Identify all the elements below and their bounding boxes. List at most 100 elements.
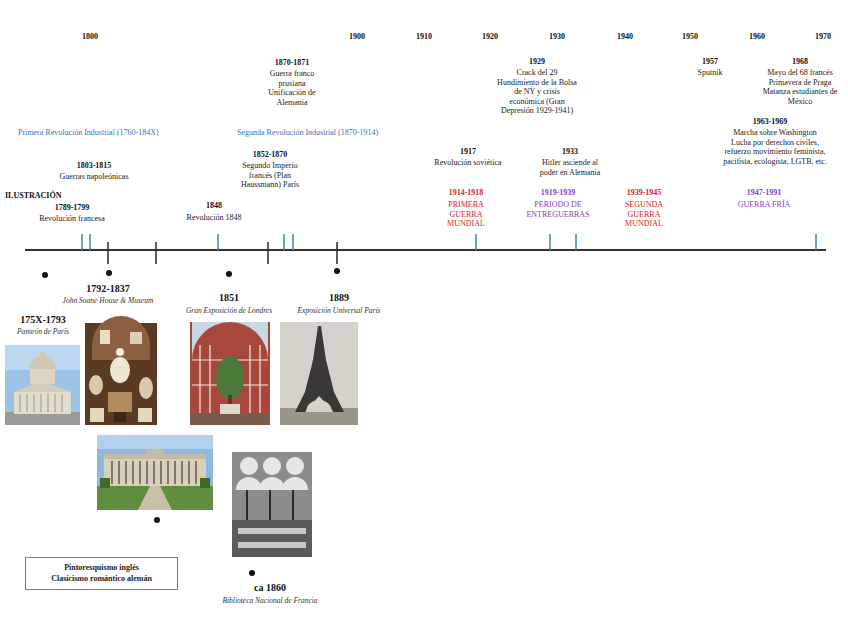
crystal-palace-photo-part: [220, 404, 240, 414]
period-label: Segunda Revolución Industrial (1870-1914…: [237, 128, 422, 138]
bibliotheque-photo-part-part: [263, 457, 281, 475]
period-tick-part: [549, 234, 551, 250]
period-tick-part: [81, 234, 83, 250]
event-text: Guerra franco prusiana Unificación de Al…: [260, 69, 324, 107]
crystal-palace-photo-part: [216, 356, 244, 400]
eiffel-photo-part: [280, 322, 358, 425]
crystal-palace-photo-part: [192, 322, 268, 360]
pantheon-photo-part-part: [33, 394, 34, 412]
soane-photo-part: [139, 377, 153, 399]
building-tick-part: [267, 242, 269, 264]
event-text: Segundo Imperio francés (Plan Haussmann)…: [236, 161, 304, 190]
crystal-palace-photo-part-part: [199, 345, 200, 420]
period-tick-part: [283, 234, 285, 250]
altes-museum-photo-part: [112, 461, 196, 484]
pantheon-photo-part: [30, 368, 55, 384]
period-date: 1947-1991: [740, 188, 788, 198]
event-date: 1803-1815: [69, 161, 119, 171]
altes-museum-photo-part-part: [146, 461, 148, 484]
pantheon-photo-part: [20, 394, 62, 412]
eiffel-photo-part: [314, 355, 325, 357]
event-text: Revolución soviética: [423, 158, 513, 168]
event-text: Hitler asciende al poder en Alemania: [533, 158, 607, 177]
pantheon-photo-part-part: [40, 394, 41, 412]
pantheon-photo-part: [5, 345, 80, 370]
axis-year: 1910: [409, 32, 439, 42]
soane-photo-part: [92, 316, 150, 360]
pantheon-photo-part: [14, 392, 71, 414]
pantheon-photo-part-part: [19, 394, 20, 412]
crystal-palace-photo-part-part: [259, 345, 260, 420]
soane-photo-part: [89, 375, 103, 395]
building-date: 1851: [207, 292, 251, 304]
period-tick-part: [89, 234, 91, 250]
axis-year: 1970: [808, 32, 838, 42]
bibliotheque-photo-part: [238, 542, 306, 548]
axis-year: 1960: [742, 32, 772, 42]
axis-year: 1930: [542, 32, 572, 42]
building-caption: Biblioteca Nacional de Francia: [208, 596, 332, 605]
period-tick-part: [815, 234, 817, 250]
axis-year: 1940: [610, 32, 640, 42]
pantheon-photo: [5, 345, 80, 425]
period-label: PERIODO DE ENTREGUERRAS: [519, 200, 597, 219]
war-date: 1914-1918: [442, 188, 490, 198]
building-caption: Exposición Universal París: [287, 306, 391, 315]
event-date: 1957: [693, 57, 727, 67]
period-tick-part: [217, 234, 219, 250]
timeline-axis-part: [25, 249, 826, 251]
building-date: 1792-1837: [70, 283, 146, 295]
marker-dot-part: [106, 270, 112, 276]
crystal-palace-photo-part-part: [209, 345, 210, 420]
event-text: Sputnik: [688, 68, 732, 78]
bibliotheque-photo-part: [232, 520, 312, 557]
soane-photo: [85, 316, 157, 425]
event-text: Marcha sobre Washington Lucha por derech…: [723, 128, 827, 166]
box-text: Clasicismo romántico alemán: [32, 573, 171, 584]
building-date: 1889: [317, 292, 361, 304]
altes-museum-photo-part-part: [111, 461, 113, 484]
building-caption: Panteón de París: [3, 327, 83, 336]
building-tick-part: [155, 242, 157, 264]
altes-museum-photo-part-part: [174, 461, 176, 484]
marker-dot-part: [249, 570, 255, 576]
altes-museum-photo-part: [97, 486, 213, 510]
altes-museum-photo-part-part: [125, 461, 127, 484]
event-text: Mayo del 68 francés Primavera de Praga M…: [757, 68, 843, 106]
bibliotheque-photo-part-part: [240, 457, 258, 475]
building-caption: Gran Exposición de Londres: [177, 306, 281, 315]
pantheon-photo-part: [29, 356, 56, 370]
altes-museum-photo-part: [138, 486, 172, 510]
period-tick: [82, 234, 816, 250]
pantheon-photo-part: [40, 352, 45, 357]
pantheon-photo-part-part: [54, 394, 55, 412]
crystal-palace-photo-part: [190, 322, 270, 425]
legend-box: Pintoresquismo inglésClasicismo romántic…: [25, 557, 178, 590]
marker-dot-part: [42, 272, 48, 278]
crystal-palace-photo-part-part: [249, 345, 250, 420]
event-text: Guerras napoleónicas: [48, 172, 140, 182]
building-tick-part: [107, 242, 109, 264]
altes-museum-photo-part-part: [118, 461, 120, 484]
event-text: Revolución 1848: [177, 213, 251, 223]
altes-museum-photo-part: [146, 449, 164, 455]
event-date: 1852-1870: [245, 150, 295, 160]
soane-photo-part: [90, 408, 104, 422]
bibliotheque-photo-part: [236, 457, 308, 490]
altes-museum-photo-part-part: [195, 461, 197, 484]
building-date: 175X-1793: [5, 314, 81, 326]
altes-museum-photo-part-part: [153, 461, 155, 484]
event-date: 1929: [517, 57, 557, 67]
event-date: 1917: [451, 147, 485, 157]
event-date: 1789-1799: [47, 203, 97, 213]
soane-photo-part: [114, 412, 126, 422]
bibliotheque-photo-part: [238, 528, 306, 534]
marker-dot-part: [226, 271, 232, 277]
bibliotheque-photo-part-part: [286, 457, 304, 475]
bibliotheque-photo: [232, 452, 312, 557]
soane-photo-part: [116, 348, 124, 356]
crystal-palace-photo-part: [190, 413, 270, 425]
building-caption: John Soane House & Museum: [48, 296, 168, 305]
